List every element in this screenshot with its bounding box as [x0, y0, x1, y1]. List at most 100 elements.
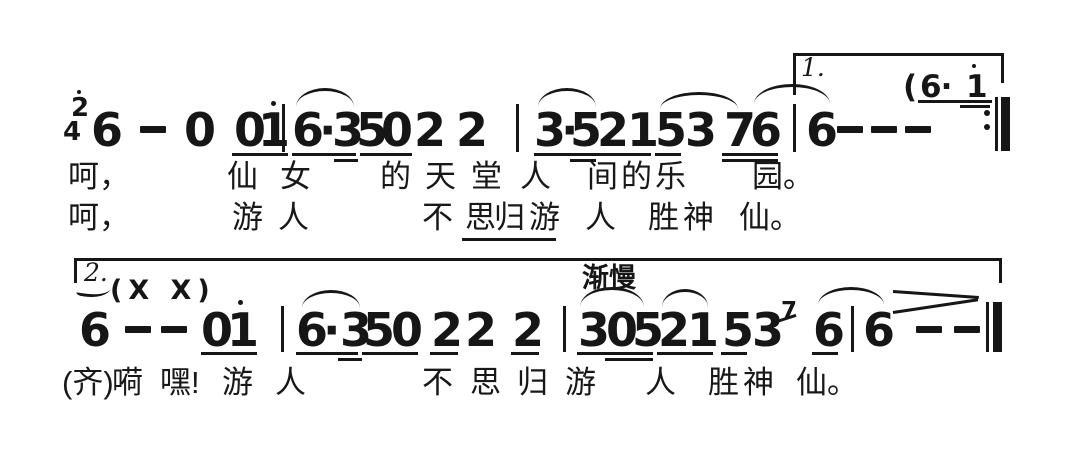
note: 5: [655, 103, 687, 157]
cue-open-paren: (: [903, 69, 917, 105]
slur: [302, 290, 360, 308]
slur: [296, 88, 354, 107]
lyric: 游: [232, 200, 263, 235]
lyric: 人: [520, 159, 551, 194]
sixteenth-beam: [334, 159, 358, 162]
rhythm-annotation: (X X): [110, 275, 216, 306]
decrescendo-hairpin-bottom: [892, 298, 979, 314]
lyric: 不: [422, 365, 453, 400]
note: 0: [381, 103, 413, 157]
note: 3: [685, 103, 717, 157]
note: 0: [391, 303, 423, 357]
note: 6: [863, 303, 895, 357]
lyric: 神: [683, 200, 714, 235]
lyric: 归: [494, 200, 525, 235]
duration-dash: [905, 126, 931, 133]
barline: [563, 306, 566, 352]
sixteenth-beam: [570, 159, 596, 162]
lyric: 归: [517, 365, 548, 400]
lyric: 呵，: [68, 159, 130, 194]
repeat-barline-thin: [995, 97, 998, 151]
sixteenth-beam: [338, 358, 362, 361]
ink-dot: [77, 90, 81, 94]
slur: [660, 92, 738, 109]
lyric: 神: [743, 365, 774, 400]
note: 5: [722, 303, 754, 357]
duration-dash: [837, 126, 863, 133]
slur: [580, 287, 644, 307]
eighth-beam: [722, 153, 778, 156]
final-barline-thin: [986, 302, 989, 352]
sixteenth-beam: [722, 159, 778, 162]
note: 0: [234, 103, 266, 157]
repeat-dot: [984, 124, 990, 130]
cue-underline: [918, 100, 992, 103]
cue-note: 6·: [920, 69, 952, 105]
volta-2-bracket-right: [999, 258, 1002, 283]
lyric: 堂: [471, 159, 502, 194]
duration-dash: [125, 326, 151, 333]
note: 6: [91, 103, 123, 157]
lyric: 人: [278, 200, 309, 235]
note: 6·: [296, 303, 341, 357]
lyric: 仙。: [796, 365, 858, 400]
note: 2: [658, 303, 690, 357]
note: 3·: [534, 103, 579, 157]
note: 5: [570, 103, 602, 157]
note: 6: [813, 303, 845, 357]
lyric: 胜: [648, 200, 679, 235]
note: 6: [750, 103, 782, 157]
sixteenth-beam: [605, 358, 653, 361]
eighth-beam: [577, 352, 653, 355]
note: 2: [414, 103, 446, 157]
eighth-beam: [360, 153, 412, 156]
note: 1: [627, 103, 659, 157]
lyric: 仙: [227, 159, 258, 194]
note: 6: [79, 303, 111, 357]
eighth-beam: [655, 153, 681, 156]
eighth-beam: [296, 352, 358, 355]
note: 0: [201, 303, 233, 357]
note: 6: [806, 103, 838, 157]
lyric: 人: [645, 365, 676, 400]
time-signature-numerator: 2: [71, 93, 90, 123]
time-signature-denominator: 4: [63, 117, 82, 147]
eighth-beam: [534, 153, 596, 156]
volta-1-bracket-right: [1001, 53, 1004, 83]
note: 3: [752, 303, 784, 357]
lyric: 胜: [708, 365, 739, 400]
lyric: 仙。: [739, 200, 801, 235]
barline: [516, 104, 519, 152]
repeat-barline-thick: [1001, 97, 1010, 151]
volta-2-bracket-left: [74, 258, 77, 283]
note: 0: [184, 103, 216, 157]
barline: [793, 104, 796, 152]
lyric: 的: [380, 159, 411, 194]
lyric: 嘿!: [160, 365, 200, 400]
octave-dot: [238, 300, 243, 305]
volta-1-bracket-top: [793, 53, 1004, 56]
lyric: 游: [565, 365, 596, 400]
eighth-beam: [511, 352, 539, 355]
barline: [282, 104, 285, 152]
eighth-beam: [232, 153, 288, 156]
tie: [754, 84, 830, 104]
eighth-beam: [657, 352, 713, 355]
lyric: 不: [422, 200, 453, 235]
decrescendo-hairpin-top: [892, 290, 979, 299]
note: 1: [687, 303, 719, 357]
eighth-beam: [430, 352, 458, 355]
slur: [662, 289, 708, 307]
barline: [851, 306, 854, 352]
cue-underline-2: [960, 105, 990, 108]
lyric: 的: [621, 159, 652, 194]
slur: [538, 88, 596, 107]
duration-dash: [871, 126, 897, 133]
lyric: 人: [585, 200, 616, 235]
note: 2: [465, 303, 497, 357]
note: 3: [332, 103, 364, 157]
octave-dot: [271, 101, 276, 106]
duration-dash: [954, 326, 980, 333]
volta-2-bracket-top: [74, 258, 1002, 261]
lyric: (齐): [62, 365, 114, 400]
